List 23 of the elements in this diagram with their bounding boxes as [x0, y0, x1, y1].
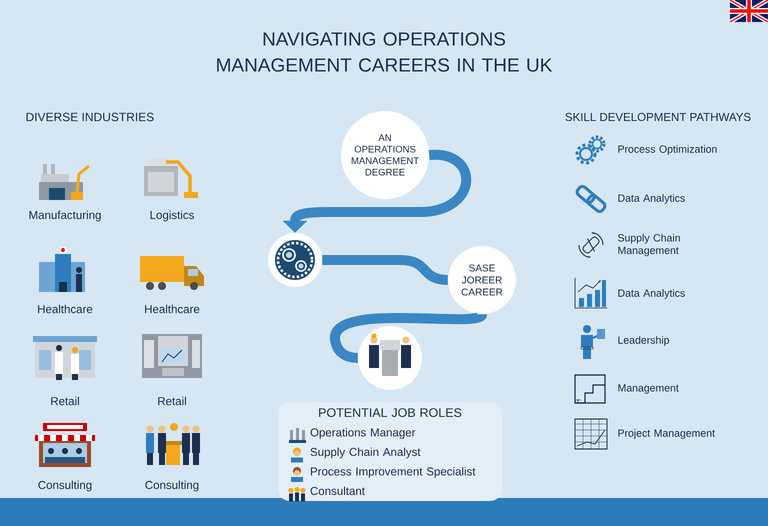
skill-label: Process Optimization: [618, 145, 717, 155]
job-roles-panel: POTENTIAL JOB ROLES Operations Manager Supply Chain Analyst Process Improvement Specialist Consultant: [278, 402, 502, 502]
skill-label: Management: [618, 384, 679, 394]
skill-label: Data Analytics: [618, 289, 685, 299]
section-heading: DIVERSE INDUSTRIES: [26, 112, 154, 122]
gear-circle-picture: [268, 233, 322, 287]
business-people-circle-picture: [358, 326, 422, 390]
ribbon-path: [322, 255, 448, 285]
skill-label: Data Analytics: [618, 194, 685, 204]
industry-label: Healthcare: [38, 304, 92, 314]
industry-label: Consulting: [145, 480, 198, 492]
ribbon-path: [330, 310, 486, 363]
industry-label: Retail: [158, 396, 186, 406]
title: NAVIGATING OPERATIONS MANAGEMENT CAREERS IN THE UK: [217, 32, 552, 72]
section-heading: SKILL DEVELOPMENT PATHWAYS: [565, 112, 751, 122]
industry-label: Healthcare: [145, 304, 200, 314]
skill-label: Supply Chain Management: [618, 234, 680, 256]
skill-label: Leadership: [618, 336, 670, 346]
industry-label: Logistics: [150, 210, 194, 222]
industry-label: Consulting: [38, 480, 92, 492]
industry-label: Manufacturing: [30, 210, 101, 222]
industry-label: Retail: [51, 396, 79, 406]
skill-label: Project Management: [618, 429, 715, 439]
